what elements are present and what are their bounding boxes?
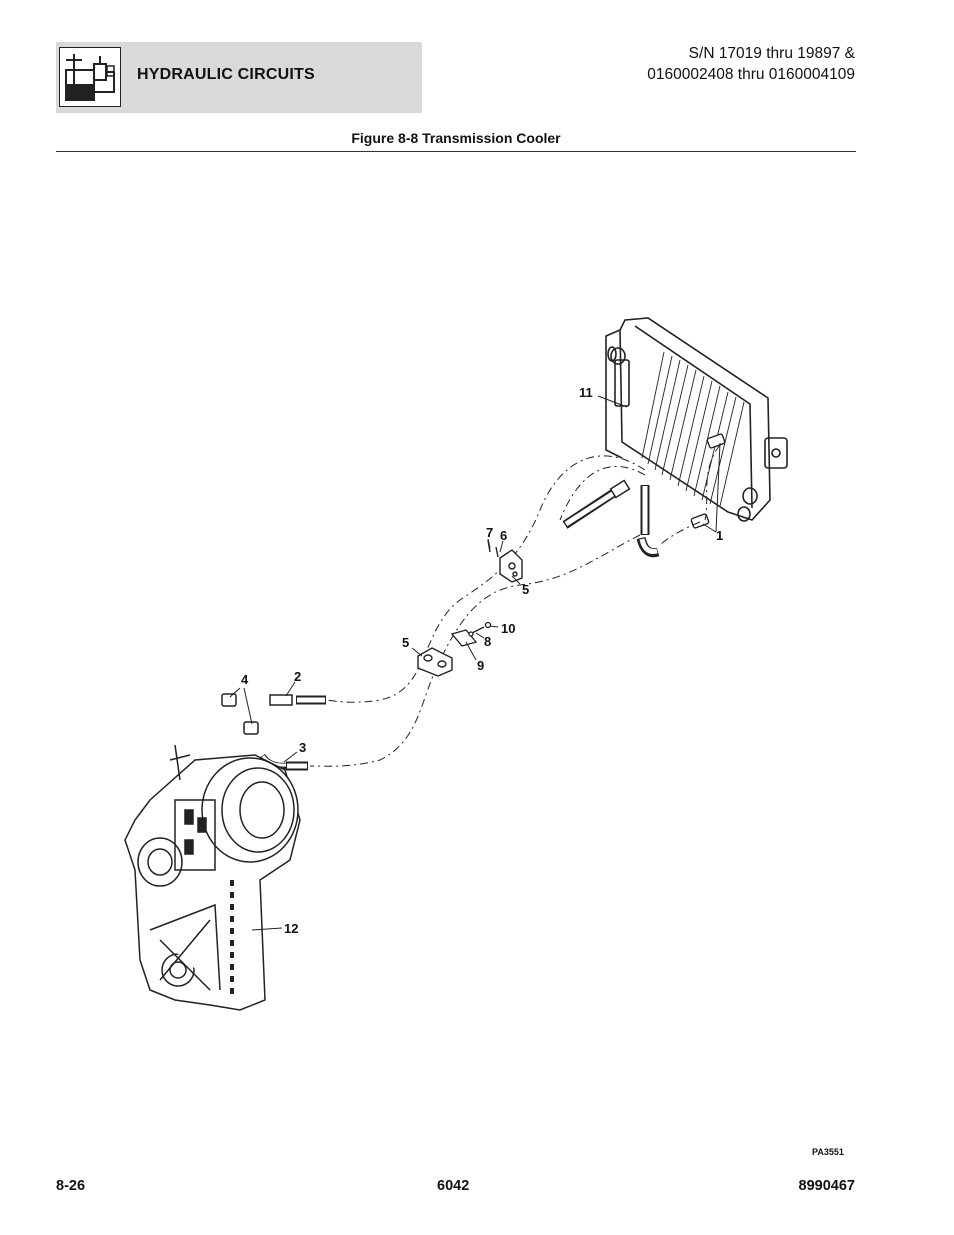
callout-11: 11	[579, 385, 593, 400]
page-number: 8-26	[56, 1178, 86, 1194]
mounting-bracket	[450, 621, 492, 647]
header-rule	[56, 151, 856, 152]
clamp-block-upper	[487, 539, 523, 583]
section-title: HYDRAULIC CIRCUITS	[137, 66, 315, 83]
serial-number-range: S/N 17019 thru 19897 & 0160002408 thru 0…	[647, 43, 855, 85]
serial-line-1: S/N 17019 thru 19897 &	[688, 45, 855, 62]
callout-10: 10	[501, 621, 516, 636]
callout-leaders	[229, 395, 721, 931]
callout-12: 12	[284, 921, 299, 936]
cooler-hoses	[562, 479, 660, 558]
callout-6: 6	[500, 528, 508, 543]
transmission-assembly	[124, 744, 301, 1011]
callout-8: 8	[484, 634, 492, 649]
callout-5-upper: 5	[522, 582, 530, 597]
clamp-block-lower	[417, 647, 453, 677]
callout-1: 1	[716, 528, 724, 543]
callout-3: 3	[299, 740, 307, 755]
callout-4: 4	[241, 672, 249, 687]
figure-caption: Figure 8-8 Transmission Cooler	[351, 130, 561, 146]
callout-5-lower: 5	[402, 635, 410, 650]
part-number: 8990467	[798, 1178, 855, 1194]
transmission-cooler-radiator	[605, 317, 788, 522]
model-number: 6042	[437, 1178, 470, 1194]
callout-9: 9	[477, 658, 485, 673]
callout-2: 2	[294, 669, 302, 684]
drawing-id: PA3551	[812, 1147, 844, 1157]
hose-routing-dashed	[309, 444, 721, 767]
serial-line-2: 0160002408 thru 0160004109	[647, 66, 855, 83]
callout-7: 7	[486, 525, 494, 540]
radiator-fins	[641, 351, 745, 507]
transmission-hoses	[221, 693, 326, 771]
hydraulic-circuit-icon	[59, 47, 121, 107]
